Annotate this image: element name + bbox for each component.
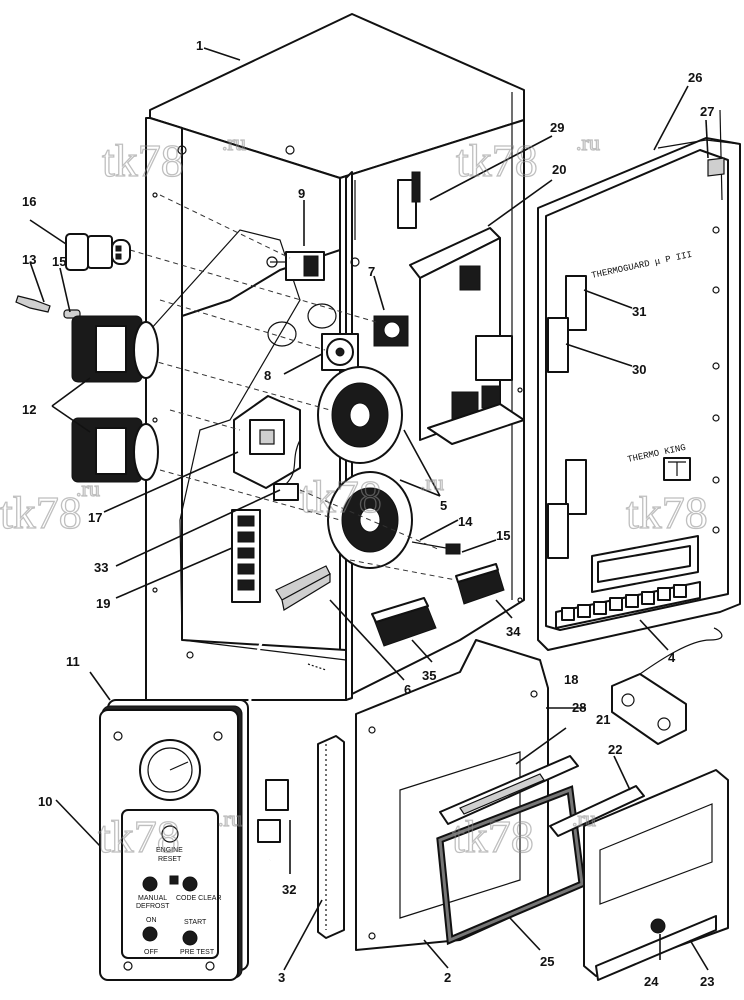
callout-34: 34 — [506, 624, 521, 639]
watermark-6: tk78 — [98, 811, 180, 862]
watermark-7: tk78 — [452, 811, 534, 862]
callout-13: 13 — [22, 252, 36, 267]
watermark-3: tk78 — [0, 487, 82, 538]
on-label: ON — [146, 917, 157, 924]
callout-22: 22 — [608, 742, 622, 757]
callout-17: 17 — [88, 510, 102, 525]
callout-18: 18 — [564, 672, 578, 687]
callout-15: 15 — [52, 254, 66, 269]
bottom-cover-plate — [355, 639, 549, 951]
callout-20: 20 — [552, 162, 566, 177]
plug-connector-34 — [455, 563, 505, 605]
comb-bracket — [275, 565, 331, 611]
watermark-6-suffix: .ru — [218, 806, 242, 831]
watermark-4: tk78 — [300, 471, 382, 522]
window-frame — [583, 769, 729, 981]
watermark-3-suffix: .ru — [76, 476, 100, 501]
callout-31: 31 — [632, 304, 646, 319]
watermark-4-suffix: .ru — [420, 470, 444, 495]
callout-1: 1 — [196, 38, 203, 53]
callout-25: 25 — [540, 954, 554, 969]
callout-23: 23 — [700, 974, 714, 989]
callout-numbers: 1 2 3 4 5 6 7 8 9 10 11 12 13 14 15 15 1… — [22, 38, 714, 989]
terminal-strip — [231, 509, 261, 603]
callout-16: 16 — [22, 194, 36, 209]
retainer-strip — [549, 785, 645, 837]
callout-26: 26 — [688, 70, 702, 85]
round-connector-upper — [317, 366, 403, 464]
wiring-harness — [248, 598, 292, 861]
reset-label: RESET — [158, 856, 182, 863]
engine-label: ENGINE — [156, 847, 183, 854]
callout-14: 14 — [458, 514, 473, 529]
pre-test-label: PRE TEST — [180, 949, 215, 956]
callout-27: 27 — [700, 104, 714, 119]
callout-35: 35 — [422, 668, 436, 683]
code-clear-label: CODE CLEAR — [176, 895, 222, 902]
callout-28: 28 — [572, 700, 586, 715]
watermark-5: tk78 — [626, 487, 708, 538]
transformer-module — [233, 395, 301, 489]
callout-5: 5 — [440, 498, 447, 513]
callout-11: 11 — [66, 654, 80, 669]
explode-lines — [129, 194, 457, 581]
callout-4: 4 — [668, 650, 676, 665]
remote-sensor — [611, 627, 723, 745]
callout-12: 12 — [22, 402, 36, 417]
watermark-2: tk78 — [456, 135, 538, 186]
callout-19: 19 — [96, 596, 110, 611]
terminal-pin — [411, 541, 461, 555]
gasket — [436, 785, 586, 946]
spring — [307, 663, 327, 671]
control-panel — [99, 699, 249, 981]
callout-21: 21 — [596, 712, 610, 727]
watermark-1-suffix: .ru — [222, 130, 246, 155]
defrost-label: DEFROST — [136, 903, 170, 910]
contact-pin-13 — [15, 295, 51, 313]
manual-label: MANUAL — [138, 895, 167, 902]
panel-holes — [266, 256, 337, 347]
round-plug-16 — [65, 233, 131, 271]
callout-8: 8 — [264, 368, 271, 383]
circular-connector — [321, 333, 359, 371]
watermarks: tk78 .ru tk78 .ru tk78 .ru tk78 .ru tk78… — [0, 129, 708, 862]
din-rail — [317, 735, 345, 939]
leader-lines — [29, 47, 709, 971]
callout-2: 2 — [444, 970, 451, 985]
callout-3: 3 — [278, 970, 285, 985]
watermark-7-suffix: .ru — [572, 806, 596, 831]
callout-7: 7 — [368, 264, 375, 279]
front-door — [537, 109, 741, 651]
callout-29: 29 — [550, 120, 564, 135]
watermark-1: tk78 — [102, 135, 184, 186]
relay-component — [270, 251, 325, 281]
multi-pin-connector-lower — [71, 417, 159, 483]
multi-pin-connector-upper — [71, 315, 159, 383]
switch-block — [373, 315, 409, 347]
callout-9: 9 — [298, 186, 305, 201]
callout-32: 32 — [282, 882, 296, 897]
callout-15b: 15 — [496, 528, 510, 543]
callout-33: 33 — [94, 560, 108, 575]
plug-connector-35 — [371, 597, 437, 647]
pin-bracket — [397, 171, 421, 229]
watermark-2-suffix: .ru — [576, 130, 600, 155]
off-label: OFF — [144, 949, 158, 956]
callout-30: 30 — [632, 362, 646, 377]
retainer-bar — [439, 755, 579, 825]
callout-10: 10 — [38, 794, 52, 809]
callout-24: 24 — [644, 974, 659, 989]
start-label: START — [184, 919, 207, 926]
knob — [650, 918, 666, 934]
callout-6: 6 — [404, 682, 411, 697]
relay-pair — [427, 265, 525, 445]
